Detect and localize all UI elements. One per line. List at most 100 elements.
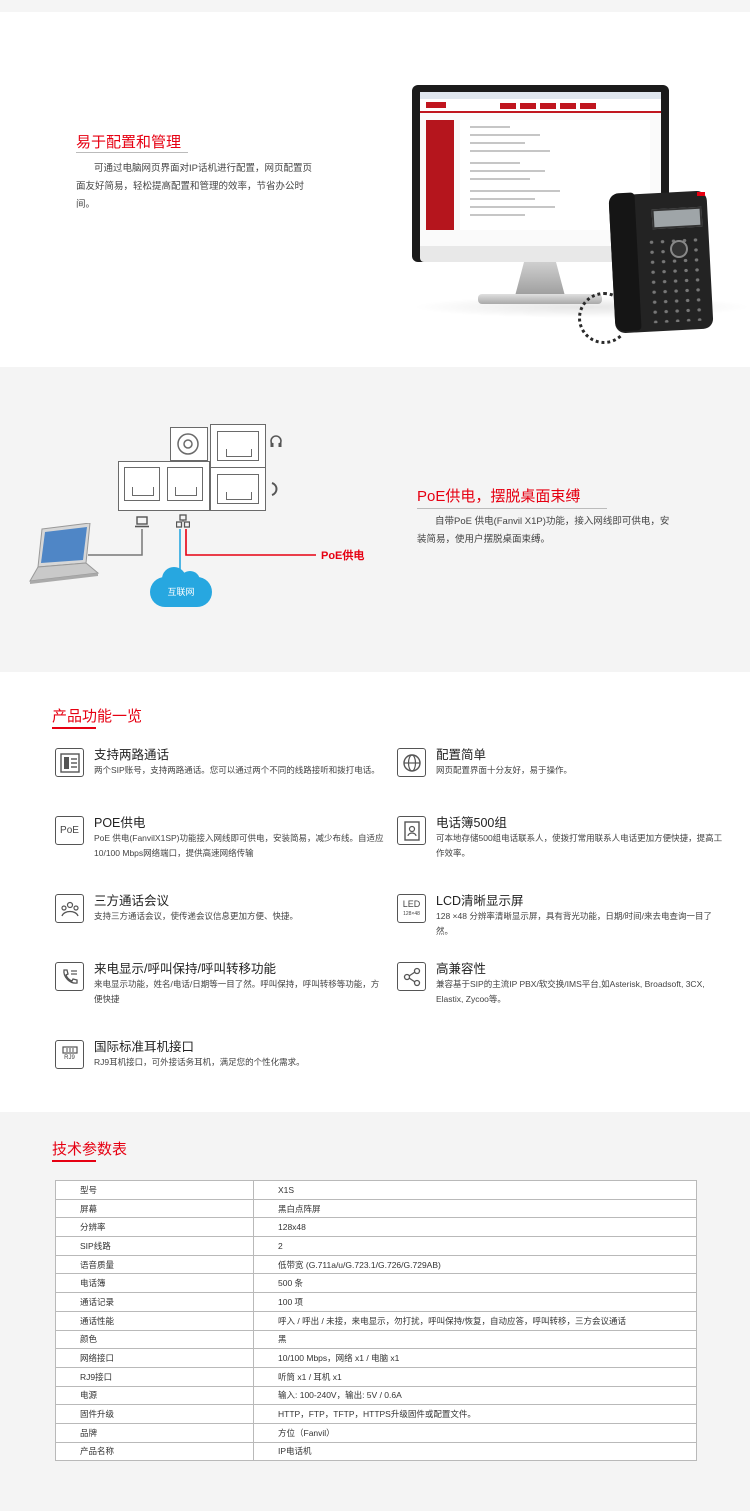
spec-key: 颜色 xyxy=(55,1329,254,1350)
headset-icon xyxy=(269,481,281,502)
spec-key: 分辨率 xyxy=(55,1217,254,1238)
feature-title: 三方通话会议 xyxy=(94,894,170,908)
spec-key: 固件升级 xyxy=(55,1404,254,1424)
spec-key: 电话簿 xyxy=(55,1273,254,1294)
divider xyxy=(76,152,188,153)
spec-key: 通话记录 xyxy=(55,1292,254,1312)
lcd-icon: LED 128×48 xyxy=(397,894,426,923)
feature-desc: 兼容基于SIP的主流IP PBX/软交换/IMS平台,如Asterisk, Br… xyxy=(436,979,705,1004)
network-icon xyxy=(175,514,191,533)
title-underline xyxy=(52,1160,96,1162)
table-row: 通话性能呼入 / 呼出 / 未接，来电显示，勿打扰，呼叫保持/恢复，自动应答，呼… xyxy=(55,1310,697,1331)
divider xyxy=(417,508,607,509)
handset-port xyxy=(217,431,259,461)
spec-key: SIP线路 xyxy=(55,1236,254,1256)
spec-value: IP电话机 xyxy=(253,1441,697,1462)
spec-key: 产品名称 xyxy=(55,1441,254,1462)
spec-key: 电源 xyxy=(55,1385,254,1406)
pc-port xyxy=(124,467,160,501)
dual-line-icon xyxy=(55,748,84,777)
spec-value: 10/100 Mbps，网络 x1 / 电脑 x1 xyxy=(253,1348,697,1368)
globe-icon xyxy=(397,748,426,777)
spec-value: 2 xyxy=(253,1236,697,1256)
rj9-icon: RJ9 xyxy=(55,1040,84,1069)
feature-desc: 128 ×48 分辨率清晰显示屏，具有背光功能，日期/时间/来去电查询一目了然。 xyxy=(436,911,713,936)
spec-value: 方位（Fanvil） xyxy=(253,1422,697,1443)
section-title: 易于配置和管理 xyxy=(76,134,182,151)
rj9-icon-text: RJ9 xyxy=(64,1055,75,1061)
spec-value: 500 条 xyxy=(253,1273,697,1294)
feature-title: 高兼容性 xyxy=(436,962,487,976)
spec-value: 128x48 xyxy=(253,1217,697,1238)
feature-title: 来电显示/呼叫保持/呼叫转移功能 xyxy=(94,962,276,976)
spec-value: 听筒 x1 / 耳机 x1 xyxy=(253,1366,697,1387)
conference-icon xyxy=(55,894,84,923)
phone-cord xyxy=(578,292,630,344)
spec-value: 100 项 xyxy=(253,1292,697,1312)
feature-title: 支持两路通话 xyxy=(94,748,170,762)
poe-icon: PoE xyxy=(55,816,84,845)
handset-icon xyxy=(269,435,283,454)
poe-diagram: PoE供电 互联网 xyxy=(0,367,400,672)
table-row: 品牌方位（Fanvil） xyxy=(55,1422,697,1443)
table-row: RJ9接口听筒 x1 / 耳机 x1 xyxy=(55,1366,697,1387)
spec-value: 黑 xyxy=(253,1329,697,1350)
spec-key: 品牌 xyxy=(55,1422,254,1443)
section-title: 技术参数表 xyxy=(52,1141,128,1158)
feature-desc: RJ9耳机接口，可外接话务耳机，满足您的个性化需求。 xyxy=(94,1057,305,1067)
phone-indicator xyxy=(697,192,705,196)
contacts-icon xyxy=(397,816,426,845)
poe-power-label: PoE供电 xyxy=(321,550,365,562)
features-section: 产品功能一览 支持两路通话 两个SIP账号，支持两路通话。您可以通过两个不同的线… xyxy=(0,672,750,1112)
spec-key: 屏幕 xyxy=(55,1198,254,1219)
lcd-icon-subtext: 128×48 xyxy=(403,910,420,917)
poe-section: PoE供电 互联网 PoE供电，摆脱桌面束缚 自带PoE 供电(Fanvil X… xyxy=(0,367,750,672)
spec-key: 型号 xyxy=(55,1180,254,1200)
feature-desc: 可本地存储500组电话联系人，使拨打常用联系人电话更加方便快捷，提高工作效率。 xyxy=(436,833,723,858)
feature-desc: 网页配置界面十分友好，易于操作。 xyxy=(436,765,573,775)
table-row: 颜色黑 xyxy=(55,1329,697,1350)
spec-key: 语音质量 xyxy=(55,1254,254,1275)
web-config-screen xyxy=(420,92,661,246)
headset-port xyxy=(217,474,259,504)
feature-title: 电话簿500组 xyxy=(436,816,507,830)
section-title: 产品功能一览 xyxy=(52,708,143,725)
lan-port xyxy=(167,467,203,501)
phone-lcd xyxy=(651,206,703,230)
feature-desc: 来电显示功能，姓名/电话/日期等一目了然。呼叫保持，呼叫转移等功能，方便快捷 xyxy=(94,979,380,1004)
spec-key: RJ9接口 xyxy=(55,1366,254,1387)
top-band xyxy=(0,0,750,12)
monitor-stand xyxy=(515,262,565,296)
brand-logo xyxy=(426,102,446,108)
laptop-icon xyxy=(20,522,100,590)
power-jack xyxy=(170,427,208,461)
table-row: 语音质量低带宽 (G.711a/u/G.723.1/G.726/G.729AB) xyxy=(55,1254,697,1275)
feature-title: 国际标准耳机接口 xyxy=(94,1040,195,1054)
spec-value: HTTP，FTP，TFTP，HTTPS升级固件或配置文件。 xyxy=(253,1404,697,1424)
lcd-icon-text: LED xyxy=(402,898,421,909)
feature-title: POE供电 xyxy=(94,816,146,830)
pc-icon xyxy=(135,515,149,533)
share-icon xyxy=(397,962,426,991)
call-display-icon xyxy=(55,962,84,991)
section-title: PoE供电，摆脱桌面束缚 xyxy=(417,488,581,505)
diagram-wires xyxy=(88,529,316,577)
spec-value: 输入: 100-240V，输出: 5V / 0.6A xyxy=(253,1385,697,1406)
table-row: 电源输入: 100-240V，输出: 5V / 0.6A xyxy=(55,1385,697,1406)
spec-key: 通话性能 xyxy=(55,1310,254,1331)
spec-value: 黑白点阵屏 xyxy=(253,1198,697,1219)
spec-value: X1S xyxy=(253,1180,697,1200)
table-row: 屏幕黑白点阵屏 xyxy=(55,1198,697,1219)
feature-desc: 两个SIP账号，支持两路通话。您可以通过两个不同的线路接听和拨打电话。 xyxy=(94,765,380,775)
feature-desc: PoE 供电(FanvilX1SP)功能接入网线即可供电，安装简易，减少布线。自… xyxy=(94,833,384,858)
